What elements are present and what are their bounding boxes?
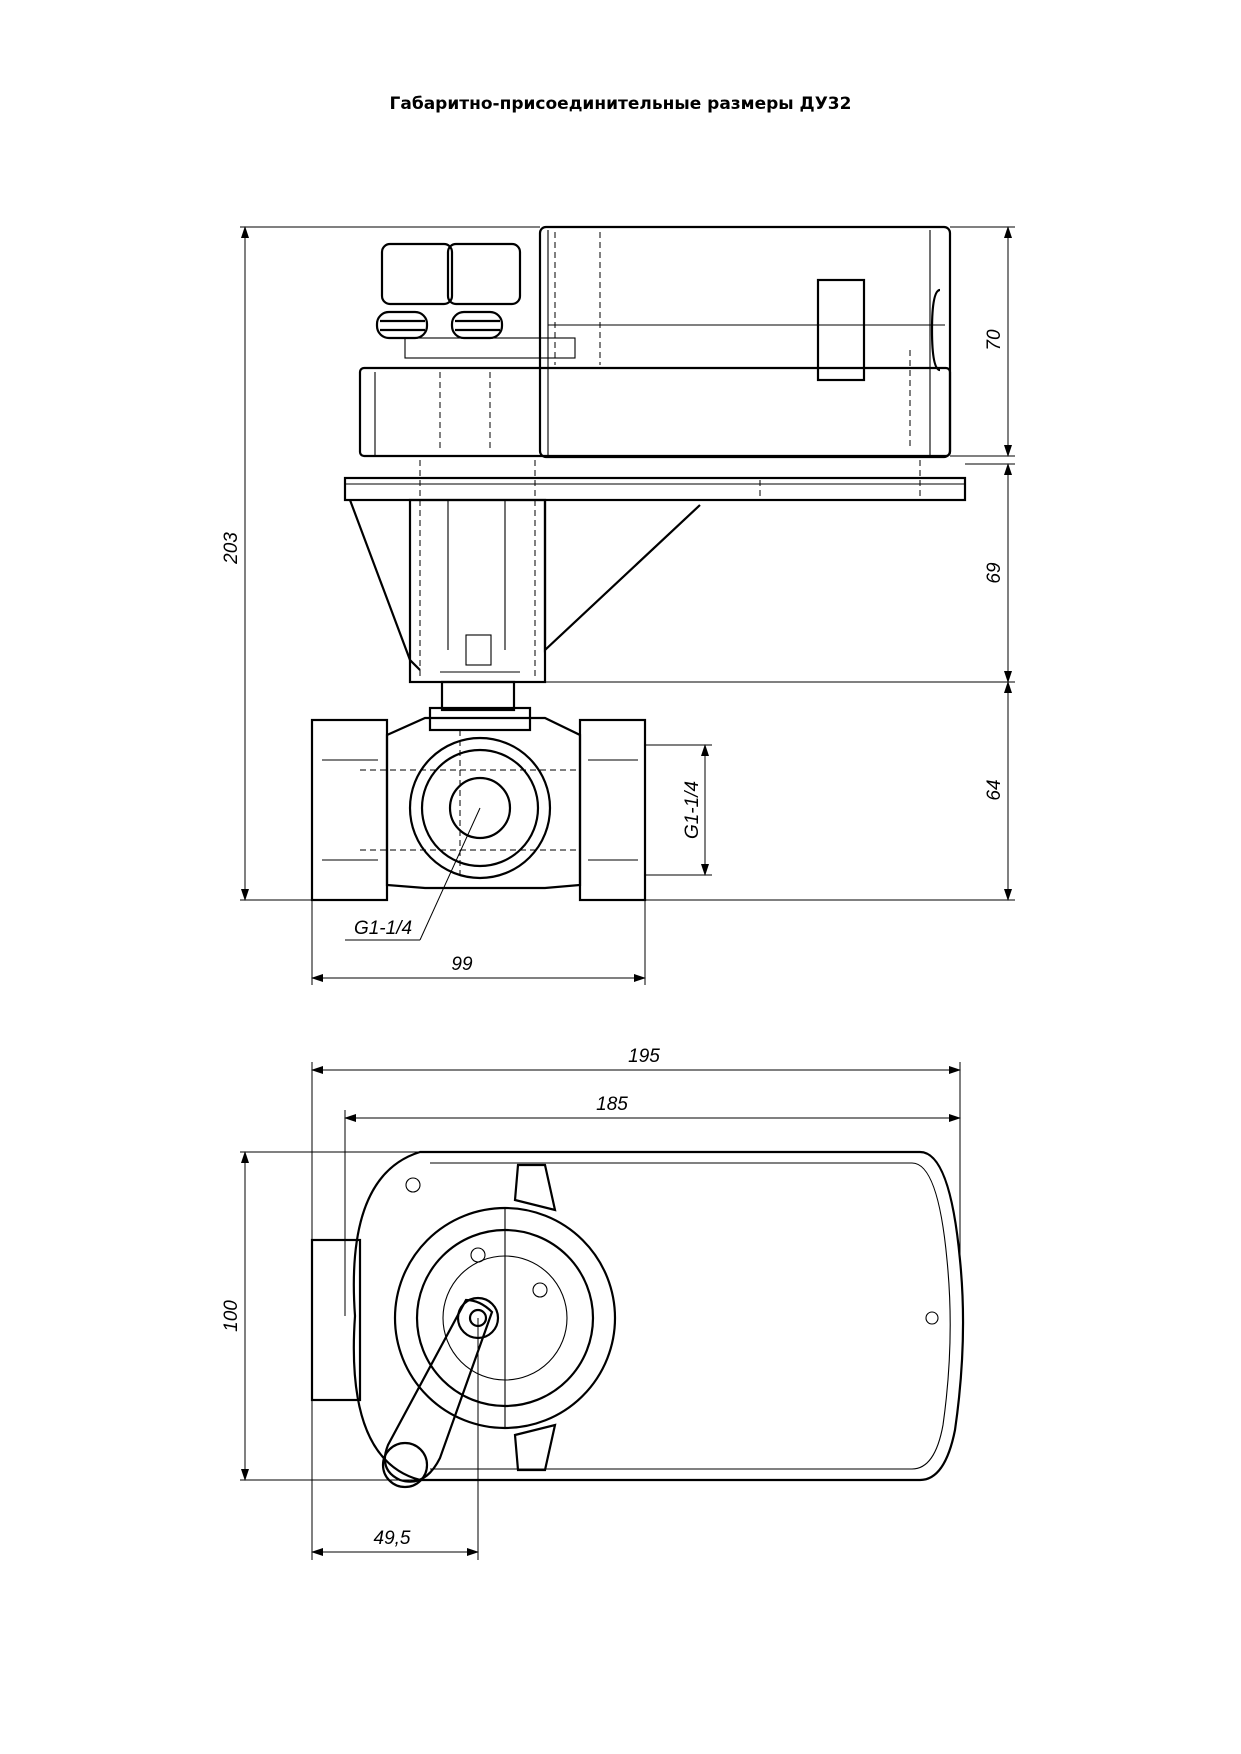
dim-bracket-height: 69 xyxy=(984,562,1005,584)
manual-lever xyxy=(381,1296,500,1489)
dim-thread-bottom: G1-1/4 xyxy=(354,918,412,939)
dim-thread-right: G1-1/4 xyxy=(682,781,703,839)
dim-width: 100 xyxy=(221,1300,242,1332)
actuator-housing xyxy=(358,225,952,459)
mounting-bracket xyxy=(343,460,967,684)
cable-glands xyxy=(375,242,576,359)
actuator-top-outline xyxy=(310,1150,965,1482)
dim-total-height: 203 xyxy=(221,532,242,565)
manual-override-dial xyxy=(393,1206,617,1430)
front-view: 203 70 69 64 G1-1/4 G1-1/4 99 xyxy=(221,225,1015,985)
dim-overall-length: 195 xyxy=(628,1046,660,1067)
dim-axis-offset: 49,5 xyxy=(374,1528,411,1549)
drawing-title: Габаритно-присоединительные размеры ДУ32 xyxy=(389,94,852,114)
valve-body xyxy=(310,680,647,902)
top-view: 195 185 100 49,5 xyxy=(221,1046,965,1560)
dim-valve-length: 99 xyxy=(451,954,473,975)
dim-body-length: 185 xyxy=(596,1094,628,1115)
dim-valve-height: 64 xyxy=(984,779,1005,800)
dim-actuator-height: 70 xyxy=(984,329,1005,351)
